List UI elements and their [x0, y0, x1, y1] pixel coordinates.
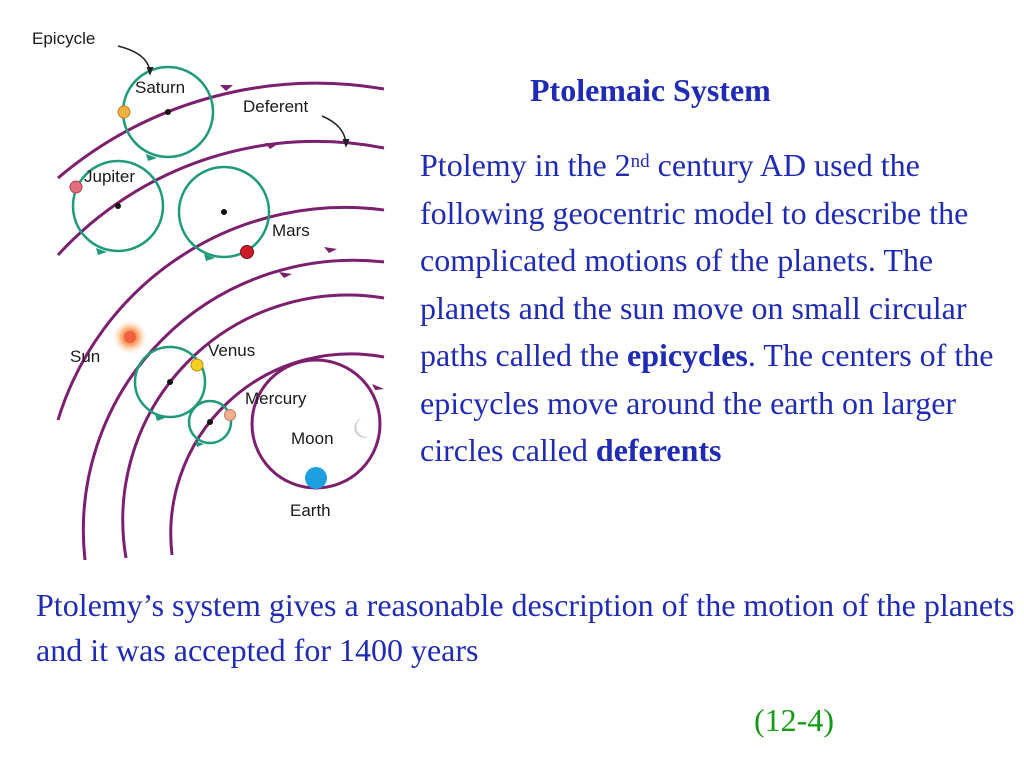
label-mercury: Mercury: [245, 389, 307, 408]
ptolemaic-diagram: Epicycle Saturn Deferent Jupiter Mars Su…: [32, 29, 385, 561]
moon-crescent: [354, 418, 370, 438]
term-deferents: deferents: [595, 432, 722, 468]
deferent-mercury: [169, 352, 385, 556]
deferent-moon: [250, 358, 382, 490]
conclusion-text: Ptolemy’s system gives a reasonable desc…: [36, 587, 1015, 668]
jupiter-planet: [69, 180, 83, 194]
deferent-circles: [56, 81, 385, 561]
venus-planet: [190, 358, 204, 372]
label-deferent: Deferent: [243, 97, 308, 116]
label-mars: Mars: [272, 221, 310, 240]
epicycle-mercury: [187, 399, 233, 445]
label-jupiter: Jupiter: [84, 167, 135, 186]
epicycle-centers: [115, 109, 227, 425]
deferent-jupiter: [56, 139, 385, 257]
label-epicycle: Epicycle: [32, 29, 95, 48]
label-venus: Venus: [208, 341, 255, 360]
label-earth: Earth: [290, 501, 331, 520]
epicycle-venus: [133, 345, 207, 419]
epicycle-jupiter: [71, 159, 165, 253]
mercury-planet: [224, 409, 236, 421]
term-epicycles: epicycles: [627, 337, 748, 373]
para-text-2: century AD used the following geocentric…: [420, 147, 969, 373]
diagram-labels: Epicycle Saturn Deferent Jupiter Mars Su…: [32, 29, 334, 520]
mars-planet: [240, 245, 254, 259]
label-sun: Sun: [70, 347, 100, 366]
para-text-3: . The centers of the epicycles move arou…: [420, 337, 994, 468]
label-moon: Moon: [291, 429, 334, 448]
epicycle-mars: [177, 165, 271, 259]
description-paragraph: Ptolemy in the 2nd century AD used the f…: [420, 142, 1020, 475]
label-arrows: [117, 45, 350, 148]
para-text-1: Ptolemy in the 2: [420, 147, 631, 183]
deferent-saturn: [57, 81, 385, 180]
ordinal-superscript: nd: [630, 151, 650, 172]
epicycle-circles: [71, 65, 271, 447]
slide-title: Ptolemaic System: [530, 72, 771, 108]
deferent-sun: [81, 258, 385, 561]
deferent-mars: [56, 205, 385, 421]
slide-number: (12-4): [754, 702, 834, 738]
label-saturn: Saturn: [135, 78, 185, 97]
deferent-venus: [121, 293, 385, 559]
celestial-bodies: [69, 105, 370, 489]
earth-planet: [305, 467, 327, 489]
sun-body: [124, 331, 136, 343]
saturn-planet: [117, 105, 131, 119]
